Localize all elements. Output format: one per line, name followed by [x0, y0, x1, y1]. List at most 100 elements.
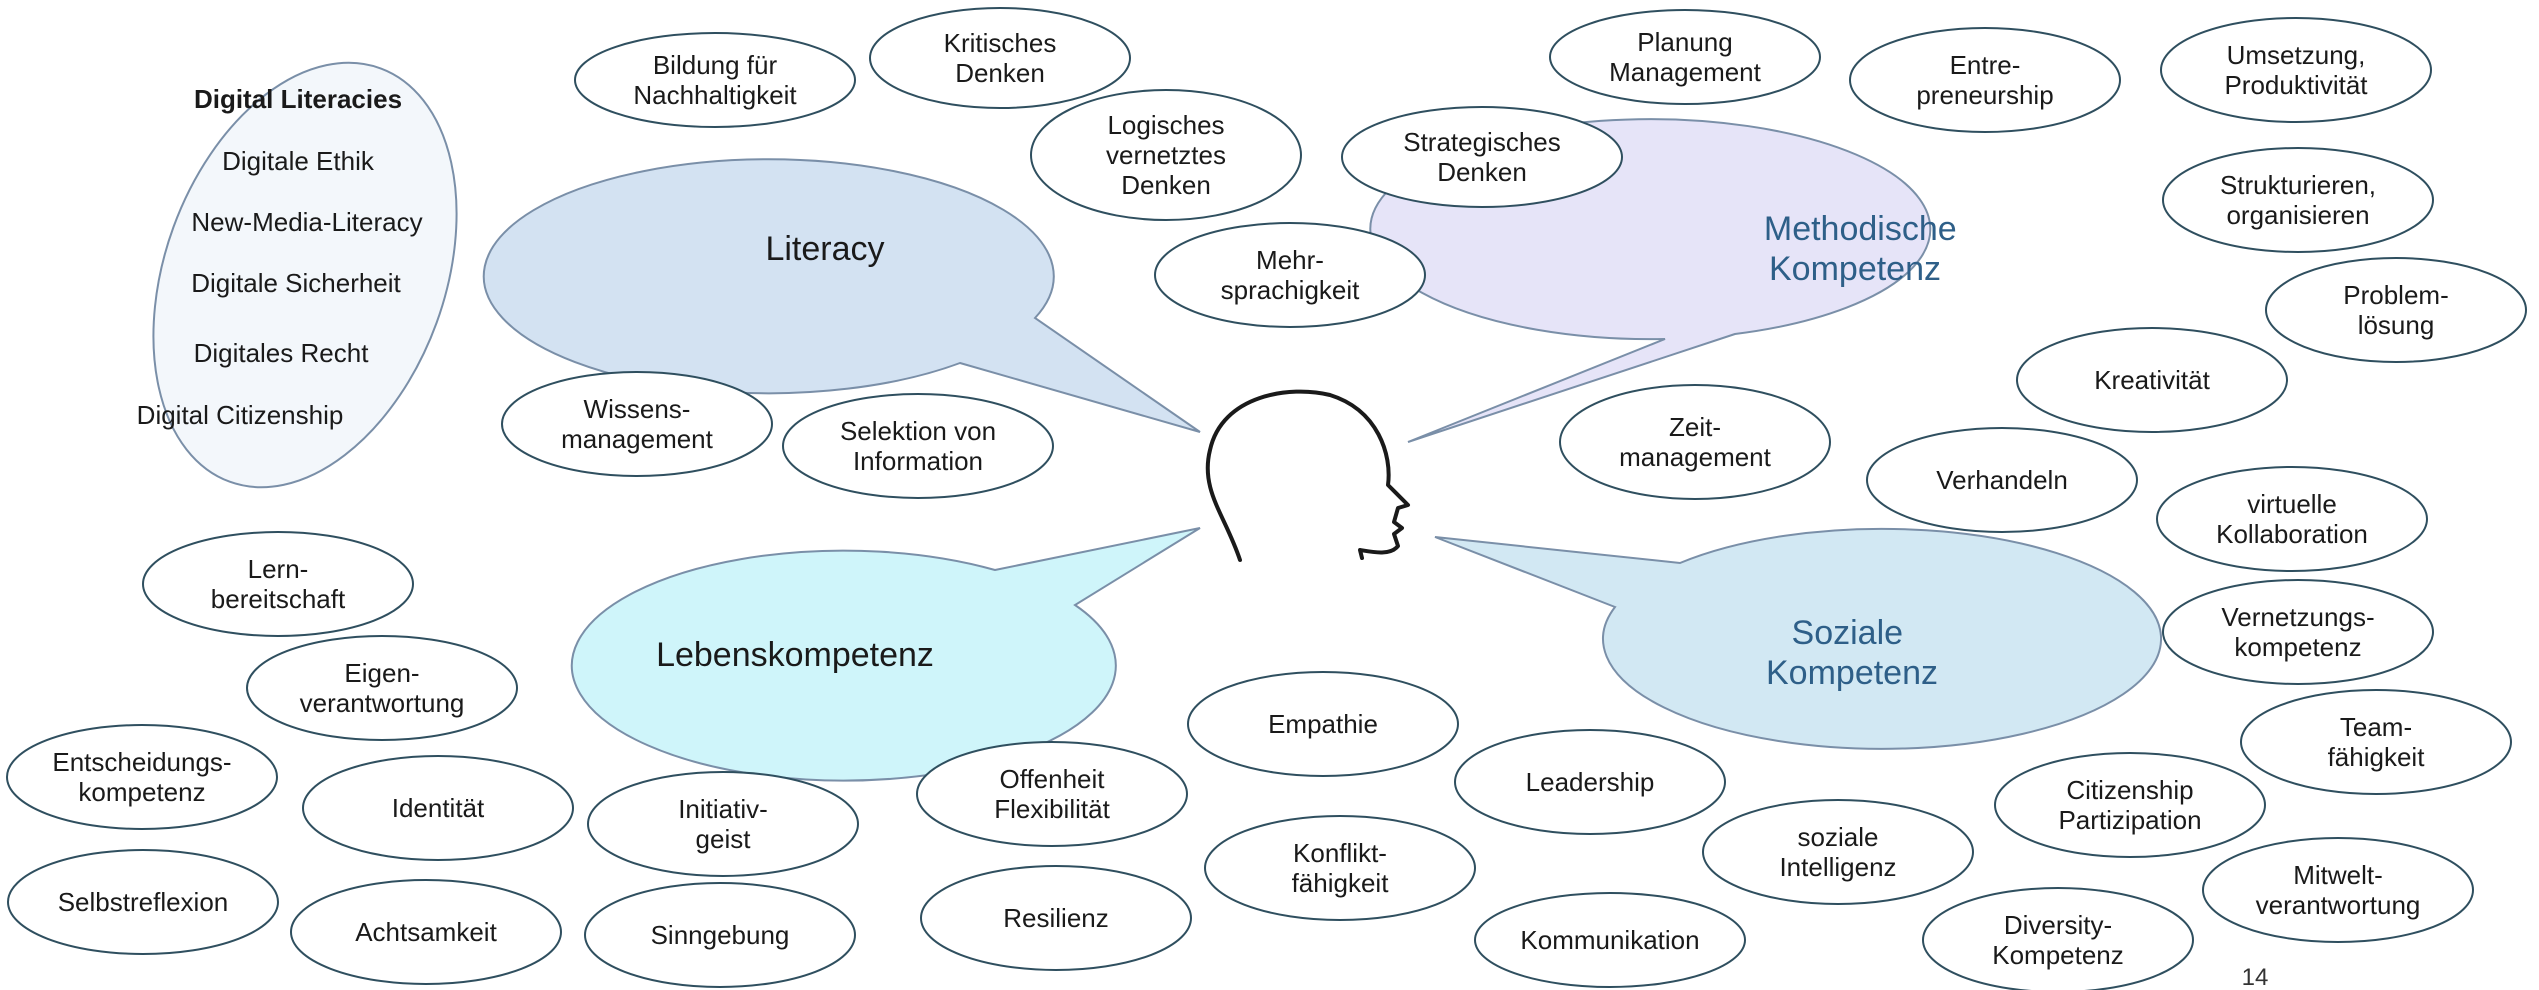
bubble-label: preneurship — [1916, 80, 2053, 110]
bubble-label: Produktivität — [2224, 70, 2368, 100]
competence-bubble-leadership: Leadership — [1454, 729, 1726, 835]
bubble-label: fähigkeit — [1292, 868, 1390, 898]
bubble-ellipse — [869, 7, 1131, 109]
competence-bubble-mehrsprachigkeit: Mehr-sprachigkeit — [1154, 222, 1426, 328]
bubble-label: Mehr- — [1256, 245, 1324, 275]
competence-bubble-vernetzung: Vernetzungs-kompetenz — [2162, 579, 2434, 685]
bubble-label: organisieren — [2226, 200, 2369, 230]
bubble-ellipse — [1994, 752, 2266, 858]
bubble-ellipse — [1154, 222, 1426, 328]
bubble-label: Identität — [392, 793, 485, 823]
digital-literacies-item: Digitale Sicherheit — [191, 268, 401, 298]
competence-bubble-kommunikation: Kommunikation — [1474, 892, 1746, 988]
bubble-label: Diversity- — [2004, 910, 2112, 940]
methodisch-label-line: Kompetenz — [1769, 250, 1941, 288]
bubble-ellipse — [7, 849, 279, 955]
bubble-label: Empathie — [1268, 709, 1378, 739]
digital-literacies-group: Digital Literacies Digitale Ethik New-Me… — [137, 61, 458, 489]
bubble-ellipse — [2202, 837, 2474, 943]
competence-bubble-eigenverantwortung: Eigen-verantwortung — [246, 635, 518, 741]
bubble-ellipse — [1454, 729, 1726, 835]
bubble-label: Konflikt- — [1293, 838, 1387, 868]
bubble-label: Logisches — [1107, 110, 1224, 140]
bubble-ellipse — [920, 865, 1192, 971]
bubble-label: vernetztes — [1106, 140, 1226, 170]
bubble-label: Kreativität — [2094, 365, 2210, 395]
bubble-ellipse — [1849, 27, 2121, 133]
competence-bubble-resilienz: Resilienz — [920, 865, 1192, 971]
bubble-ellipse — [1702, 799, 1974, 905]
bubble-label: Umsetzung, — [2227, 40, 2366, 70]
competence-bubble-entscheidung: Entscheidungs-kompetenz — [6, 724, 278, 830]
competence-bubble-verhandeln: Verhandeln — [1866, 427, 2138, 533]
bubble-ellipse — [587, 771, 859, 877]
bubble-label: Kompetenz — [1992, 940, 2124, 970]
bubble-label: Verhandeln — [1936, 465, 2068, 495]
bubble-label: Selbstreflexion — [58, 887, 229, 917]
bubble-ellipse — [574, 32, 856, 128]
bubble-ellipse — [2156, 466, 2428, 572]
lebens-bubble-shape — [570, 527, 1201, 782]
bubble-label: Nachhaltigkeit — [633, 80, 797, 110]
bubble-label: Zeit- — [1669, 412, 1721, 442]
competence-bubble-identitaet: Identität — [302, 755, 574, 861]
competence-bubble-zeitmanagement: Zeit-management — [1559, 384, 1831, 500]
bubble-ellipse — [916, 741, 1188, 847]
methodisch-label-line: Methodische — [1764, 210, 1957, 248]
bubble-label: lösung — [2358, 310, 2435, 340]
competence-bubble-mitwelt: Mitwelt-verantwortung — [2202, 837, 2474, 943]
competence-bubble-lernbereitschaft: Lern-bereitschaft — [142, 531, 414, 637]
bubble-label: Flexibilität — [994, 794, 1110, 824]
bubble-ellipse — [1030, 89, 1302, 221]
bubble-label: Strukturieren, — [2220, 170, 2376, 200]
bubble-ellipse — [1559, 384, 1831, 500]
bubble-ellipse — [2016, 327, 2288, 433]
bubble-label: Entscheidungs- — [52, 747, 231, 777]
bubble-ellipse — [2265, 257, 2527, 363]
bubble-label: Partizipation — [2058, 805, 2201, 835]
bubble-ellipse — [782, 393, 1054, 499]
bubble-ellipse — [2162, 147, 2434, 253]
sozial-label: Soziale Kompetenz — [1766, 614, 1938, 692]
bubble-ellipse — [2160, 17, 2432, 123]
lebens-label: Lebenskompetenz — [656, 636, 934, 674]
bubble-label: Eigen- — [344, 658, 419, 688]
bubble-label: management — [561, 424, 714, 454]
bubble-label: management — [1619, 442, 1772, 472]
bubble-ellipse — [302, 755, 574, 861]
bubble-label: Selektion von — [840, 416, 996, 446]
digital-literacies-title: Digital Literacies — [194, 84, 402, 114]
methodisch-label: Methodische Kompetenz — [1764, 210, 1966, 288]
bubble-label: Initiativ- — [678, 794, 768, 824]
category-lebenskompetenz: Lebenskompetenz — [570, 527, 1201, 782]
digital-literacies-item: New-Media-Literacy — [191, 207, 422, 237]
bubble-label: Leadership — [1526, 767, 1655, 797]
bubble-label: Wissens- — [584, 394, 691, 424]
bubble-label: Achtsamkeit — [355, 917, 497, 947]
category-soziale-kompetenz: Soziale Kompetenz — [1434, 527, 2163, 750]
competence-bubble-empathie: Empathie — [1187, 671, 1459, 777]
competence-bubble-diversity: Diversity-Kompetenz — [1922, 887, 2194, 990]
competence-bubble-strukturieren: Strukturieren,organisieren — [2162, 147, 2434, 253]
bubble-label: Bildung für — [653, 50, 778, 80]
bubble-label: Kommunikation — [1520, 925, 1699, 955]
bubble-ellipse — [1187, 671, 1459, 777]
competence-bubble-sinngebung: Sinngebung — [584, 882, 856, 988]
literacy-label: Literacy — [765, 230, 884, 268]
bubble-label: Management — [1609, 57, 1762, 87]
bubble-label: verantwortung — [300, 688, 465, 718]
bubble-label: kompetenz — [2234, 632, 2361, 662]
sozial-label-line: Kompetenz — [1766, 654, 1938, 692]
competence-bubbles: Bildung fürNachhaltigkeitKritischesDenke… — [6, 7, 2527, 990]
competence-bubble-konflikt: Konflikt-fähigkeit — [1204, 815, 1476, 921]
bubble-ellipse — [6, 724, 278, 830]
bubble-ellipse — [246, 635, 518, 741]
digital-literacies-item: Digital Citizenship — [137, 400, 344, 430]
competence-bubble-teamfaehigkeit: Team-fähigkeit — [2240, 689, 2512, 795]
sozial-bubble-shape — [1434, 527, 2163, 750]
